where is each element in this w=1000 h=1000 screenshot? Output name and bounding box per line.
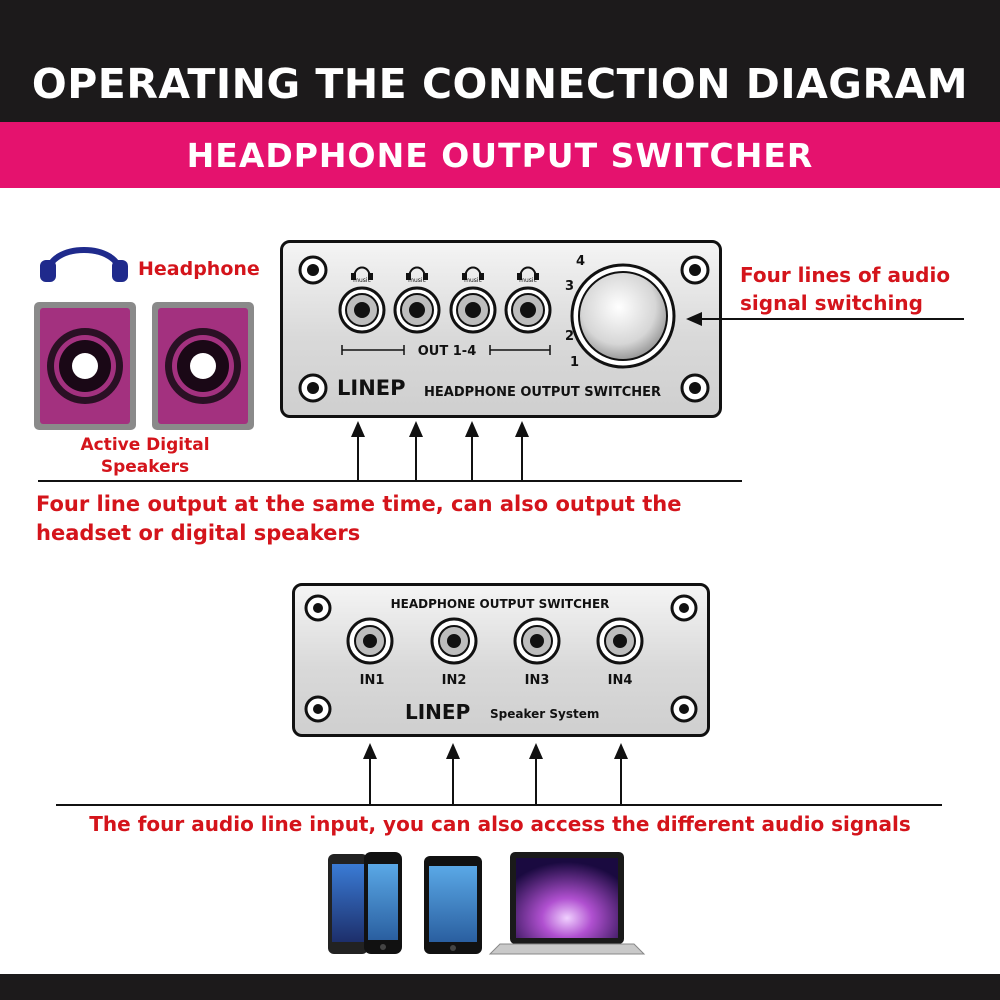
jack-headphone-icon: music — [406, 266, 428, 284]
jack-icon-label: music — [464, 277, 482, 284]
headphone-icon — [40, 247, 128, 282]
screw-icon — [298, 373, 328, 403]
jack-icon-label: music — [353, 277, 371, 284]
jack-icon-label: music — [408, 277, 426, 284]
knob-number-3: 3 — [565, 279, 574, 294]
speaker-right — [152, 302, 254, 430]
selector-knob[interactable] — [570, 263, 676, 369]
knob-number-2: 2 — [565, 329, 574, 344]
screw-icon — [670, 594, 698, 622]
knob-number-4: 4 — [576, 254, 585, 269]
laptop-icon — [488, 852, 646, 955]
screw-icon — [680, 373, 710, 403]
bottom-switcher-details: HEADPHONE OUTPUT SWITCHER IN1 IN2 IN3 IN… — [304, 594, 698, 724]
output-arrows — [38, 421, 742, 482]
arrow-up-icon — [515, 421, 529, 481]
speakers-label: Active Digital Speakers — [80, 435, 210, 477]
speakers-icon — [34, 302, 254, 430]
input-description: The four audio line input, you can also … — [89, 812, 911, 836]
speaker-left — [34, 302, 136, 430]
jack-headphone-icon: music — [351, 266, 373, 284]
input-jack-1[interactable] — [346, 617, 394, 665]
input-arrows — [56, 743, 942, 806]
input-label-2: IN2 — [442, 673, 467, 688]
brand-logo: LINEP — [337, 376, 406, 400]
arrow-up-icon — [614, 743, 628, 805]
arrow-up-icon — [465, 421, 479, 481]
input-jack-4[interactable] — [596, 617, 644, 665]
screw-icon — [680, 255, 710, 285]
switching-arrow — [686, 312, 964, 326]
speaker-system-label: Speaker System — [490, 707, 599, 721]
source-devices — [328, 852, 646, 955]
top-switcher-details: music music music music OUT 1-4 4 3 2 1 … — [298, 254, 710, 403]
arrow-up-icon — [529, 743, 543, 805]
arrow-up-icon — [351, 421, 365, 481]
jack-icon-label: music — [519, 277, 537, 284]
jack-headphone-icon: music — [462, 266, 484, 284]
screw-icon — [304, 594, 332, 622]
input-label-3: IN3 — [525, 673, 550, 688]
input-jack-2[interactable] — [430, 617, 478, 665]
tablet-icon — [424, 856, 482, 954]
headphone-label: Headphone — [138, 258, 260, 280]
header-bar — [0, 0, 1000, 122]
screw-icon — [298, 255, 328, 285]
input-jack-3[interactable] — [513, 617, 561, 665]
arrow-up-icon — [409, 421, 423, 481]
switching-label: Four lines of audio signal switching — [740, 263, 951, 315]
output-description: Four line output at the same time, can a… — [36, 492, 682, 545]
knob-number-1: 1 — [570, 355, 579, 370]
subtitle-bar — [0, 122, 1000, 188]
output-jack-2[interactable] — [393, 286, 441, 334]
output-jack-3[interactable] — [449, 286, 497, 334]
footer-bar — [0, 974, 1000, 1000]
arrow-up-icon — [363, 743, 377, 805]
out-bracket — [341, 345, 551, 355]
page-title: OPERATING THE CONNECTION DIAGRAM — [31, 60, 969, 108]
input-label-1: IN1 — [360, 673, 385, 688]
output-jack-4[interactable] — [504, 286, 552, 334]
iphone-icon — [364, 852, 402, 954]
arrow-up-icon — [446, 743, 460, 805]
bottom-brand-logo: LINEP — [405, 700, 470, 724]
screw-icon — [304, 695, 332, 723]
out-label: OUT 1-4 — [418, 344, 477, 359]
bottom-device-name: HEADPHONE OUTPUT SWITCHER — [391, 597, 610, 611]
arrow-left-icon — [686, 312, 702, 326]
smartphone-icon — [328, 854, 368, 954]
screw-icon — [670, 695, 698, 723]
jack-headphone-icon: music — [517, 266, 539, 284]
page-subtitle: HEADPHONE OUTPUT SWITCHER — [186, 136, 814, 175]
output-jack-1[interactable] — [338, 286, 386, 334]
device-name: HEADPHONE OUTPUT SWITCHER — [424, 385, 661, 400]
input-label-4: IN4 — [608, 673, 633, 688]
